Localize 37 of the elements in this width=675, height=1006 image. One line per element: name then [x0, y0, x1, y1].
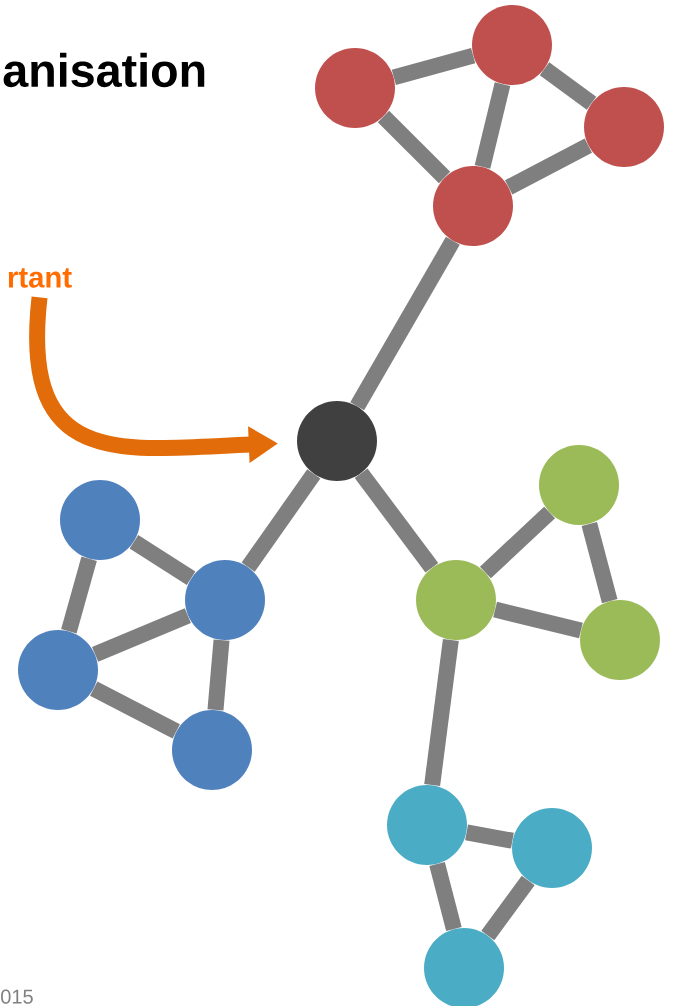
connector-line — [479, 506, 556, 579]
connector-line — [424, 638, 459, 787]
circle-node — [433, 166, 513, 246]
connector-line — [90, 681, 180, 739]
circle-node — [315, 48, 395, 128]
connector-line — [391, 47, 476, 86]
circle-node — [387, 785, 467, 865]
connector-line — [350, 236, 460, 411]
connector-line — [207, 639, 230, 711]
connector-line — [61, 556, 97, 634]
connector-line — [539, 62, 597, 110]
connector-line — [377, 110, 451, 184]
connector-line — [354, 468, 439, 573]
connector-line — [481, 875, 535, 941]
circle-node — [472, 5, 552, 85]
circle-node — [539, 445, 619, 525]
circle-node — [18, 630, 98, 710]
connector-line — [241, 469, 321, 572]
title: anisation — [3, 52, 205, 88]
circle-node — [584, 87, 664, 167]
circle-node — [416, 560, 496, 640]
connector-line — [92, 608, 191, 662]
connector-line — [581, 521, 618, 604]
circle-node — [297, 401, 377, 481]
circle-node — [512, 808, 592, 888]
connector-line — [474, 82, 511, 169]
circle-node — [185, 560, 265, 640]
circle-node — [172, 710, 252, 790]
connector-line — [129, 534, 196, 586]
connector-line — [493, 601, 583, 639]
connector-line — [429, 862, 462, 932]
circle-node — [60, 480, 140, 560]
footer-text: 015 — [1, 989, 33, 1004]
circle-node — [580, 600, 660, 680]
connector-line — [504, 138, 592, 195]
annotation-text: rtant — [8, 268, 72, 288]
connector-line — [465, 824, 514, 849]
